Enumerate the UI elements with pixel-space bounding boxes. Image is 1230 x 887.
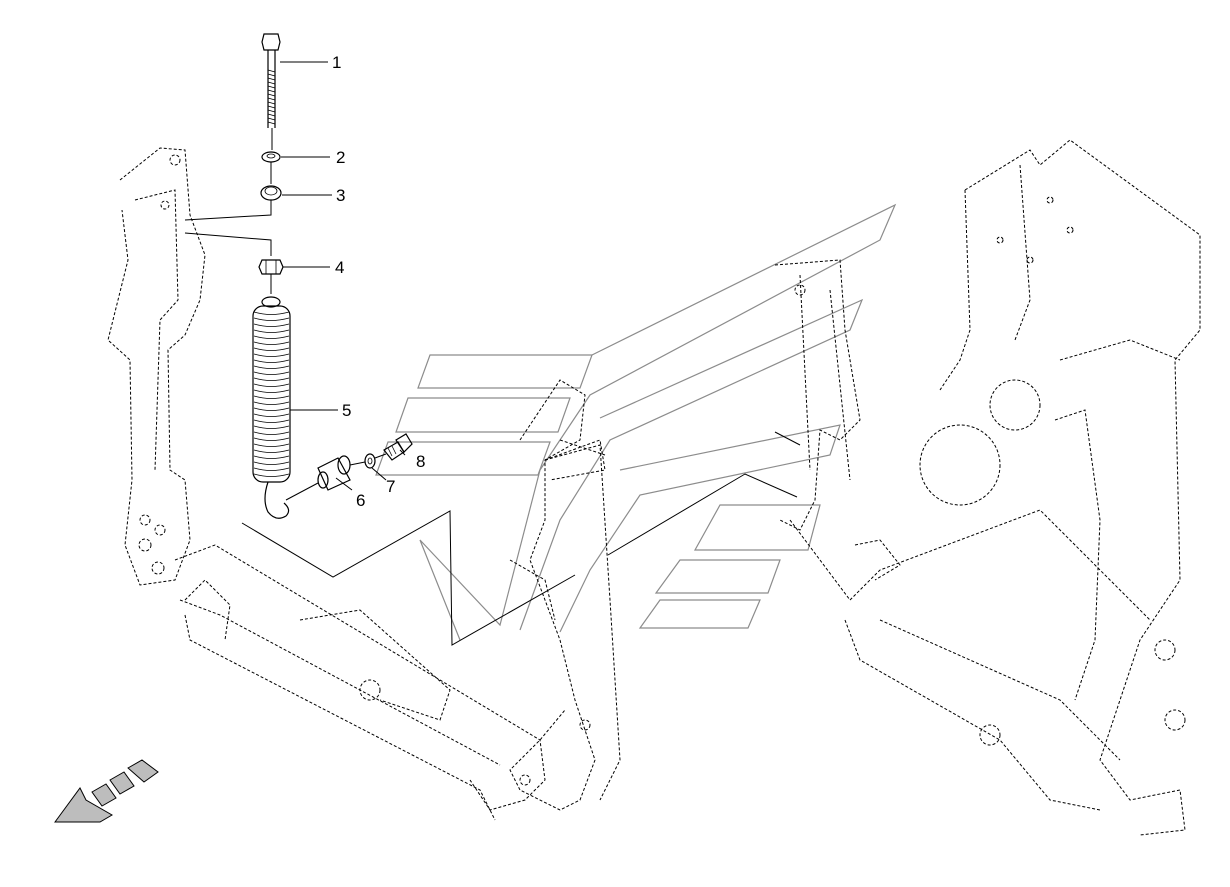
assembly-path [241, 510, 576, 646]
frame-attach-leader [184, 232, 272, 256]
spring-coil [253, 449, 290, 453]
spring-coil [253, 365, 290, 369]
spring-coil [253, 419, 290, 423]
spring-coil [253, 335, 290, 339]
spring-coil [253, 353, 290, 357]
spring-coil [253, 431, 290, 435]
spring-coil [253, 347, 290, 351]
bolt-part-1 [261, 33, 281, 128]
spring-coil [253, 371, 290, 375]
spring-coil [253, 467, 290, 471]
nut-part-4 [258, 259, 284, 275]
spring-coil [253, 329, 290, 333]
center-upright [509, 379, 621, 811]
assembly-path [774, 431, 801, 446]
spring-coil [253, 395, 290, 399]
axis-line [349, 461, 366, 466]
left-frame [107, 147, 546, 821]
callout-1: 1 [332, 53, 341, 72]
right-machine [774, 139, 1201, 836]
spring-coil [253, 473, 290, 477]
spring-coil [253, 377, 290, 381]
spring-coil [253, 389, 290, 393]
washer-part-3 [260, 185, 282, 201]
screw-part-8 [383, 433, 413, 461]
spring-coil [253, 311, 290, 315]
spring-coil [253, 383, 290, 387]
spring-coil [253, 437, 290, 441]
spring-coil [253, 455, 290, 459]
spring-coil [253, 443, 290, 447]
callout-3: 3 [336, 186, 345, 205]
callout-leaders [280, 61, 406, 491]
spring-coil [253, 317, 290, 321]
watermark-logo [375, 203, 897, 641]
callout-labels: 1 2 3 4 5 6 7 8 [332, 53, 425, 510]
callout-7: 7 [386, 477, 395, 496]
spring-coil [253, 407, 290, 411]
spring-coil [253, 401, 290, 405]
spring-part-5 [252, 296, 291, 519]
callout-2: 2 [336, 148, 345, 167]
washer-part-2 [261, 151, 281, 163]
spring-coil [253, 461, 290, 465]
spring-coil [253, 341, 290, 345]
washer-part-7 [364, 453, 376, 469]
spring-coil [253, 425, 290, 429]
flap-bracket [544, 439, 606, 481]
frame-attach-leader [184, 200, 272, 221]
spring-coil [253, 323, 290, 327]
callout-5: 5 [342, 401, 351, 420]
axis-line [285, 482, 319, 501]
orientation-arrow-icon [54, 759, 159, 823]
axis-line [374, 453, 387, 459]
callout-6: 6 [356, 491, 365, 510]
spring-coil [253, 359, 290, 363]
assembly-path [607, 473, 798, 556]
callout-4: 4 [335, 258, 344, 277]
callout-8: 8 [416, 452, 425, 471]
spring-coil [253, 413, 290, 417]
